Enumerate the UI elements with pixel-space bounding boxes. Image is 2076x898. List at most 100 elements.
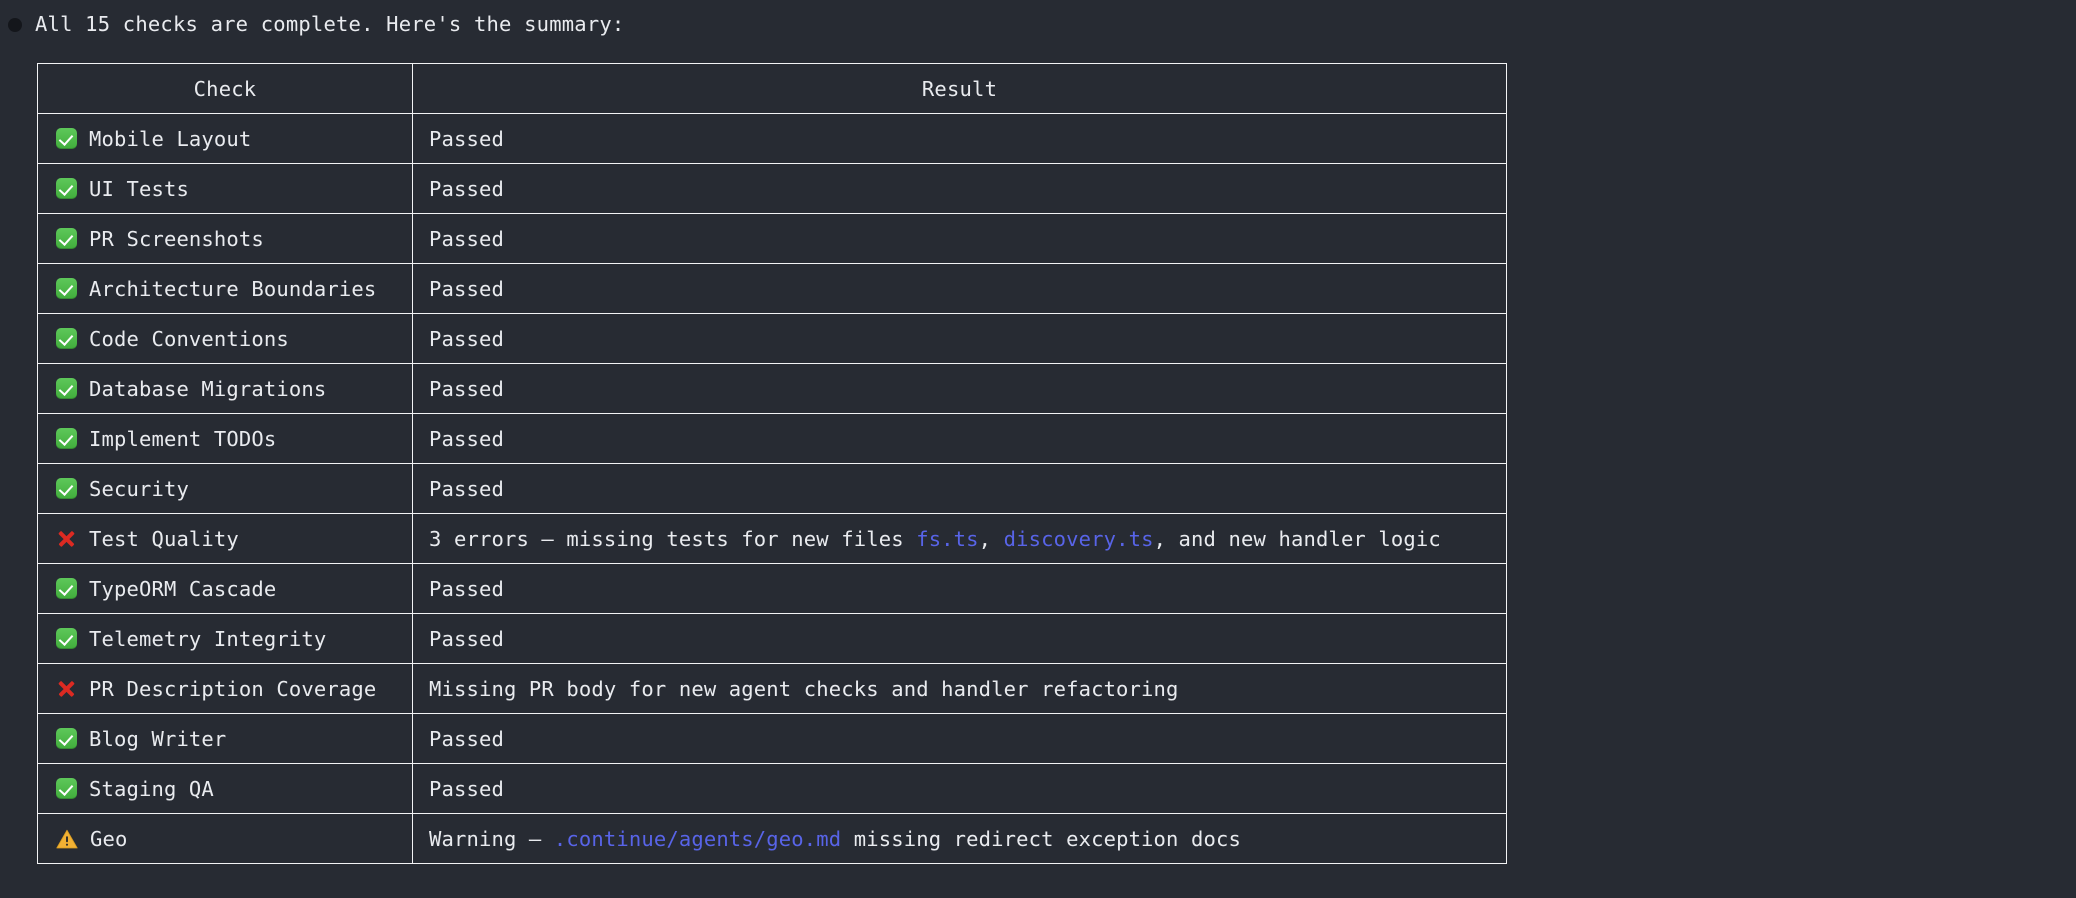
check-name-cell: Telemetry Integrity xyxy=(37,613,413,664)
check-name-cell: Geo xyxy=(37,813,413,864)
check-name-cell: Test Quality xyxy=(37,513,413,564)
check-name-cell: Blog Writer xyxy=(37,713,413,764)
check-name-label: Implement TODOs xyxy=(89,426,277,451)
red-cross-icon xyxy=(56,678,77,699)
result-text: Passed xyxy=(429,626,504,651)
check-result-cell: Passed xyxy=(412,413,1507,464)
result-text: Passed xyxy=(429,176,504,201)
table-row: Database Migrations Passed xyxy=(37,363,1507,414)
check-name-label: Test Quality xyxy=(89,526,239,551)
summary-intro: All 15 checks are complete. Here's the s… xyxy=(0,0,2076,39)
check-name-cell: UI Tests xyxy=(37,163,413,214)
table-row: Test Quality 3 errors — missing tests for… xyxy=(37,513,1507,564)
check-name-label: Staging QA xyxy=(89,776,214,801)
table-row: Security Passed xyxy=(37,463,1507,514)
table-row: UI Tests Passed xyxy=(37,163,1507,214)
check-result-cell: 3 errors — missing tests for new files f… xyxy=(412,513,1507,564)
column-header-result: Result xyxy=(412,63,1507,114)
green-check-icon xyxy=(56,328,77,349)
check-result-cell: Passed xyxy=(412,113,1507,164)
check-name-label: Security xyxy=(89,476,189,501)
summary-intro-text: All 15 checks are complete. Here's the s… xyxy=(35,12,625,36)
result-text: missing redirect exception docs xyxy=(841,826,1241,851)
check-name-cell: Mobile Layout xyxy=(37,113,413,164)
green-check-icon xyxy=(56,178,77,199)
green-check-icon xyxy=(56,378,77,399)
green-check-icon xyxy=(56,128,77,149)
check-result-cell: Passed xyxy=(412,763,1507,814)
green-check-icon xyxy=(56,728,77,749)
green-check-icon xyxy=(56,278,77,299)
result-text: Passed xyxy=(429,726,504,751)
check-name-cell: TypeORM Cascade xyxy=(37,563,413,614)
check-name-cell: Security xyxy=(37,463,413,514)
check-name-label: Blog Writer xyxy=(89,726,227,751)
green-check-icon xyxy=(56,628,77,649)
result-file-link[interactable]: discovery.ts xyxy=(1003,526,1154,551)
table-row: Staging QA Passed xyxy=(37,763,1507,814)
red-cross-icon xyxy=(56,528,77,549)
check-name-label: Mobile Layout xyxy=(89,126,252,151)
result-text: Missing PR body for new agent checks and… xyxy=(429,676,1179,701)
check-result-cell: Passed xyxy=(412,213,1507,264)
check-result-cell: Warning — .continue/agents/geo.md missin… xyxy=(412,813,1507,864)
green-check-icon xyxy=(56,428,77,449)
result-text: Passed xyxy=(429,126,504,151)
check-name-cell: PR Screenshots xyxy=(37,213,413,264)
result-text: Passed xyxy=(429,376,504,401)
checks-table-head: Check Result xyxy=(37,63,1507,114)
table-row: Telemetry Integrity Passed xyxy=(37,613,1507,664)
table-row: Blog Writer Passed xyxy=(37,713,1507,764)
check-name-label: UI Tests xyxy=(89,176,189,201)
check-name-cell: PR Description Coverage xyxy=(37,663,413,714)
result-text: , and new handler logic xyxy=(1153,526,1441,551)
table-row: PR Description Coverage Missing PR body f… xyxy=(37,663,1507,714)
check-name-cell: Database Migrations xyxy=(37,363,413,414)
table-row: Mobile Layout Passed xyxy=(37,113,1507,164)
check-name-cell: Staging QA xyxy=(37,763,413,814)
bullet-point-icon xyxy=(8,18,22,32)
warning-triangle-icon xyxy=(56,829,78,849)
check-name-label: PR Description Coverage xyxy=(89,676,377,701)
check-name-label: TypeORM Cascade xyxy=(89,576,277,601)
check-result-cell: Passed xyxy=(412,713,1507,764)
green-check-icon xyxy=(56,778,77,799)
check-result-cell: Missing PR body for new agent checks and… xyxy=(412,663,1507,714)
result-text: Passed xyxy=(429,326,504,351)
check-name-label: Database Migrations xyxy=(89,376,327,401)
result-text: Passed xyxy=(429,476,504,501)
table-header-row: Check Result xyxy=(37,63,1507,114)
check-result-cell: Passed xyxy=(412,313,1507,364)
check-result-cell: Passed xyxy=(412,613,1507,664)
result-text: Passed xyxy=(429,276,504,301)
result-text: , xyxy=(978,526,1004,551)
check-result-cell: Passed xyxy=(412,163,1507,214)
result-text: Passed xyxy=(429,576,504,601)
table-row: TypeORM Cascade Passed xyxy=(37,563,1507,614)
column-header-check: Check xyxy=(37,63,413,114)
check-name-label: Telemetry Integrity xyxy=(89,626,327,651)
table-row: Geo Warning — .continue/agents/geo.md mis… xyxy=(37,813,1507,864)
check-result-cell: Passed xyxy=(412,563,1507,614)
result-file-link[interactable]: fs.ts xyxy=(916,526,979,551)
green-check-icon xyxy=(56,228,77,249)
table-row: Code Conventions Passed xyxy=(37,313,1507,364)
check-result-cell: Passed xyxy=(412,463,1507,514)
check-name-label: Geo xyxy=(90,826,128,851)
result-file-link[interactable]: .continue/agents/geo.md xyxy=(553,826,842,851)
check-name-label: Code Conventions xyxy=(89,326,289,351)
table-row: PR Screenshots Passed xyxy=(37,213,1507,264)
result-text: 3 errors — missing tests for new files xyxy=(429,526,917,551)
result-text: Passed xyxy=(429,426,504,451)
green-check-icon xyxy=(56,478,77,499)
check-result-cell: Passed xyxy=(412,363,1507,414)
green-check-icon xyxy=(56,578,77,599)
check-name-cell: Code Conventions xyxy=(37,313,413,364)
check-name-label: PR Screenshots xyxy=(89,226,264,251)
check-name-cell: Implement TODOs xyxy=(37,413,413,464)
